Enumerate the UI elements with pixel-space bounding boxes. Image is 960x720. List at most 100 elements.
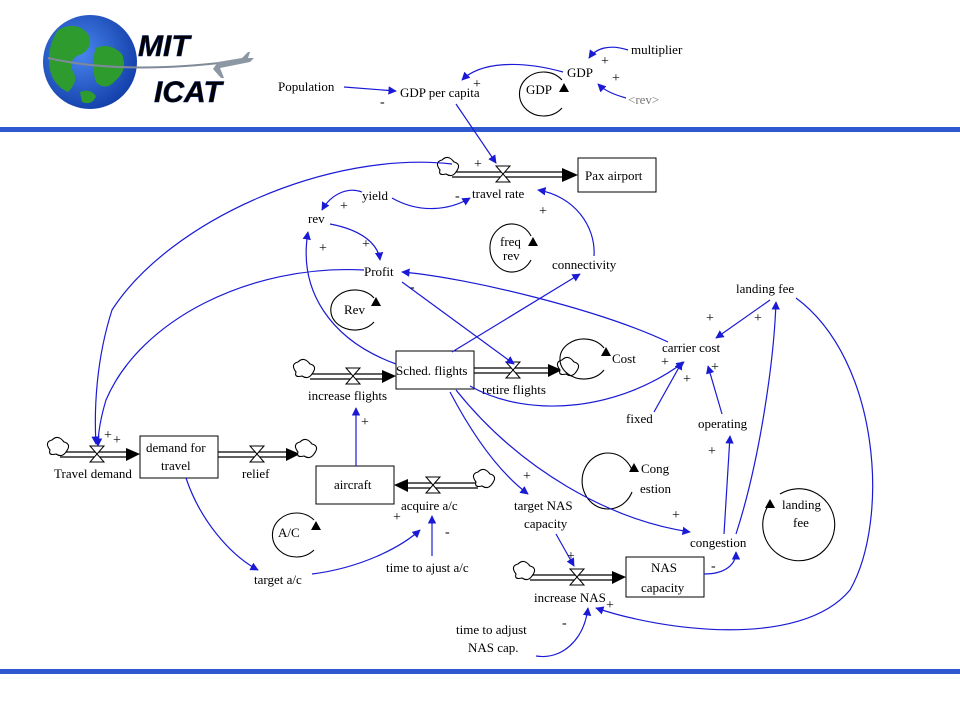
var-carrier-cost: carrier cost [662,340,720,355]
sign-plus: + [601,54,609,69]
logo-text-mit: MIT [138,30,192,63]
var-rev-shadow: <rev> [628,92,659,107]
flow-acquire-ac: acquire a/c [394,468,496,513]
sign-plus: + [672,508,680,523]
flow-travel-rate: travel rate [436,156,578,201]
link-operating-carriercost [706,365,723,415]
link-gdp-gdppc [461,63,564,81]
link-nascap-congestion [703,551,741,575]
var-gdp-per-capita: GDP per capita [400,85,480,100]
sign-plus: + [113,433,121,448]
stock-sched-flights-label: Sched. flights [396,363,468,378]
link-travelrate-demand [91,161,453,445]
sign-plus: + [361,415,369,430]
valve-icon [424,476,442,494]
link-demand-targetac [185,477,259,571]
sign-plus: + [523,469,531,484]
stock-aircraft-label: aircraft [334,477,372,492]
loop-cost-label: Cost [612,351,636,366]
sign-minus: - [455,189,460,204]
sign-plus: + [567,549,575,564]
var-operating: operating [698,416,748,431]
sign-plus: + [319,241,327,256]
link-timeadjustnas-increasenas [535,607,592,658]
var-time-to-adjust-nas-1: time to adjust [456,622,527,637]
cloud-icon [294,438,318,459]
polarity-signs: + - + + + - + + + + - + + + + + + + + + … [104,54,762,631]
flow-travel-demand-label: Travel demand [54,466,132,481]
var-connectivity: connectivity [552,257,617,272]
loop-gdp: GDP [519,71,569,117]
footer-rule [0,669,960,674]
valve-icon [344,367,362,385]
link-population-gdppc [343,86,397,95]
sign-minus: - [380,95,385,110]
sign-plus: + [708,444,716,459]
sign-minus: - [445,525,450,540]
stock-pax-airport-label: Pax airport [585,168,643,183]
link-sched-carriercost [469,361,685,407]
var-fixed: fixed [626,411,653,426]
stock-demand-for-travel-label-1: demand for [146,440,206,455]
var-rev: rev [308,211,325,226]
stock-demand-for-travel-label-2: travel [161,458,191,473]
link-targetnas-increasenas [555,533,575,567]
valve-icon [504,361,522,379]
valve-icon [88,445,106,463]
loop-landing-fee-label-2: fee [793,515,809,530]
causal-links [91,46,874,658]
sign-plus: + [683,372,691,387]
var-landing-fee: landing fee [736,281,794,296]
sign-plus: + [104,428,112,443]
flow-retire-flights-label: retire flights [482,382,546,397]
link-sched-targetnas [449,391,529,495]
sign-plus: + [473,77,481,92]
cloud-icon [292,358,316,379]
mit-icat-logo: MIT ICAT [43,15,254,109]
stock-pax-airport [577,157,657,193]
cloud-icon [46,436,70,457]
loop-ac-label: A/C [278,525,300,540]
sign-plus: + [539,204,547,219]
sign-plus: + [340,199,348,214]
link-carriercost-profit [401,268,669,343]
link-connectivity-travelrate [537,187,595,257]
stock-nas-capacity-label-1: NAS [651,560,677,575]
link-sched-congestion [455,389,691,536]
link-sched-rev [302,231,397,365]
sign-plus: + [474,157,482,172]
var-congestion: congestion [690,535,747,550]
flow-increase-flights: increase flights [292,358,396,403]
link-profit-retire [401,281,515,365]
globe-land [49,25,90,92]
stock-sched-flights [395,350,475,390]
flow-acquire-ac-label: acquire a/c [401,498,458,513]
var-target-nas-capacity-2: capacity [524,516,568,531]
link-profit-demand [93,268,365,447]
flow-increase-nas-label: increase NAS [534,590,606,605]
link-congestion-operating [723,435,734,535]
loop-congestion-label-1: Cong [641,461,670,476]
link-landingfee-increasenas [595,297,874,631]
sign-plus: + [362,237,370,252]
sign-plus: + [612,71,620,86]
loop-rev: Rev [330,289,381,331]
loop-landing-fee: landing fee [762,488,836,562]
valve-icon [568,568,586,586]
link-sched-connectivity [451,273,581,353]
stock-aircraft [315,465,395,505]
sign-plus: + [706,311,714,326]
loop-freq-rev: freq rev [489,223,538,273]
airplane-icon [213,52,254,78]
cloud-icon [436,156,460,177]
var-population: Population [278,79,335,94]
var-multiplier: multiplier [631,42,683,57]
link-landingfee-carriercost [715,299,771,339]
sign-plus: + [711,360,719,375]
logo-text-icat: ICAT [154,76,224,109]
loop-ac: A/C [271,512,321,558]
loop-congestion: Cong estion [581,452,672,510]
valve-icon [494,165,512,183]
loop-freq-rev-label-1: freq [500,234,521,249]
